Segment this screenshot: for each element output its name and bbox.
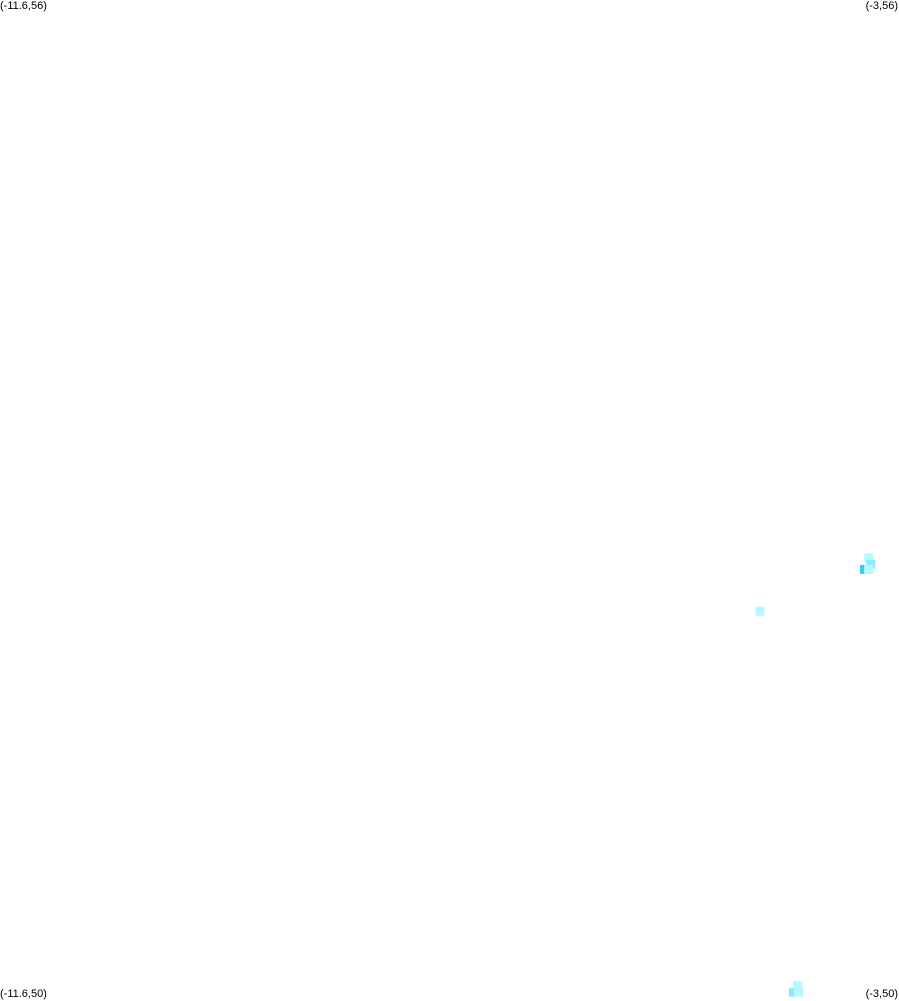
raster-cell-7 bbox=[794, 987, 804, 997]
raster-cell-4 bbox=[755, 606, 765, 616]
raster-cell-0 bbox=[864, 553, 874, 563]
corner-label-top-right: (-3,56) bbox=[865, 0, 898, 12]
raster-cell-3 bbox=[864, 564, 874, 574]
raster-cell-1 bbox=[866, 559, 876, 569]
raster-cell-6 bbox=[788, 987, 798, 997]
corner-label-bottom-left: (-11.6,50) bbox=[0, 988, 47, 1000]
raster-cell-5 bbox=[793, 981, 803, 991]
corner-label-bottom-right: (-3,50) bbox=[865, 988, 898, 1000]
corner-label-top-left: (-11.6,56) bbox=[0, 0, 47, 12]
